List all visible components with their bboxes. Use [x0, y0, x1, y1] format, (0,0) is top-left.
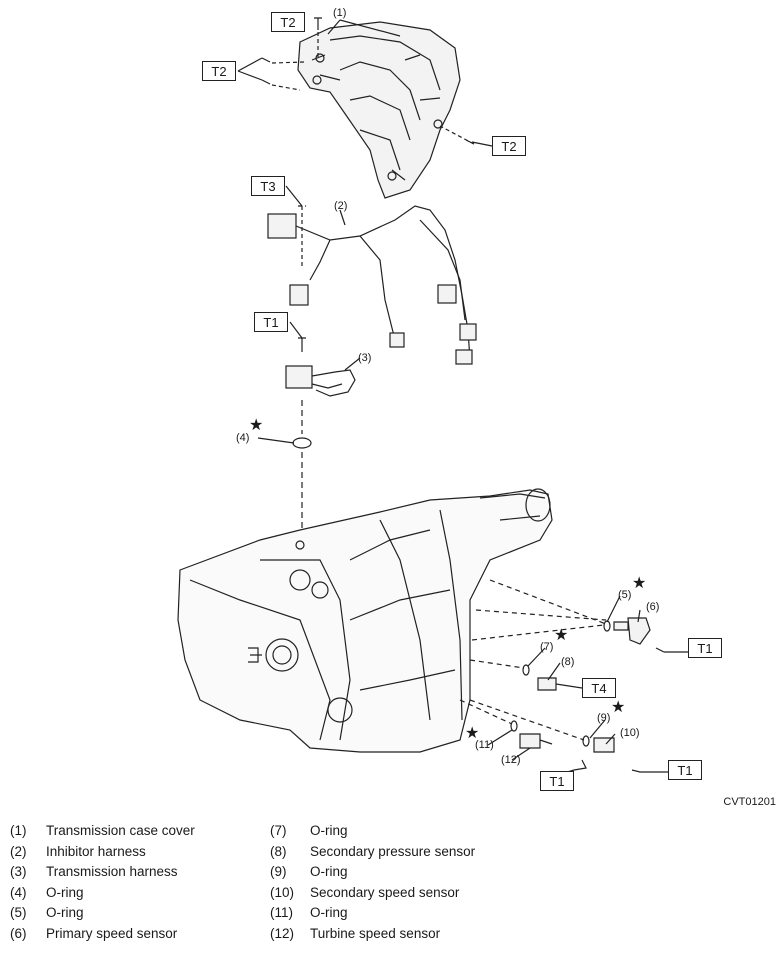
callout-5: (5): [618, 589, 632, 601]
callout-8: (8): [561, 656, 575, 668]
bolts-t2: [261, 17, 475, 145]
legend-name: Turbine speed sensor: [310, 925, 441, 941]
callout-7: (7): [540, 641, 554, 653]
legend-item: (3) Transmission harness: [10, 864, 195, 885]
legend-name: O-ring: [310, 905, 348, 921]
torque-label-t4: T4: [582, 678, 616, 698]
legend-name: O-ring: [46, 884, 84, 900]
legend-item: (5) O-ring: [10, 905, 195, 926]
transmission-assembly: [177, 488, 553, 753]
legend-name: O-ring: [310, 823, 348, 838]
legend-name: Inhibitor harness: [46, 843, 146, 859]
legend-right: (7) O-ring (8) Secondary pressure sensor (…: [270, 823, 475, 947]
callout-2: (2): [334, 200, 348, 212]
legend-number: (7): [270, 823, 287, 838]
legend-name: Secondary pressure sensor: [310, 843, 476, 859]
legend-number: (12): [270, 925, 295, 941]
legend-left: (1) Transmission case cover (2) Inhibitor …: [10, 823, 195, 947]
legend-number: (4): [10, 884, 27, 900]
legend-item: (1) Transmission case cover: [10, 823, 195, 844]
callout-3: (3): [358, 352, 372, 364]
legend-name: Transmission harness: [46, 864, 178, 880]
legend-item: (10) Secondary speed sensor: [270, 885, 475, 906]
legend-name: O-ring: [46, 905, 84, 921]
torque-label-t2: T2: [202, 61, 236, 81]
callout-12: (12): [501, 754, 521, 766]
star-icon: ★: [611, 699, 626, 716]
legend-item: (9) O-ring: [270, 864, 475, 885]
torque-label-t2: T2: [271, 12, 305, 32]
legend-number: (9): [270, 864, 287, 880]
legend-number: (1): [10, 823, 27, 838]
torque-label-t2: T2: [492, 136, 526, 156]
legend-number: (11): [270, 905, 294, 921]
callout-9: (9): [597, 712, 611, 724]
legend-number: (6): [10, 925, 27, 941]
figure-code: CVT01201: [723, 796, 776, 808]
transmission-harness: [285, 337, 356, 397]
transmission-case-cover: [297, 21, 461, 199]
legend-number: (8): [270, 843, 287, 859]
legend-item: (4) O-ring: [10, 885, 195, 906]
callout-6: (6): [646, 601, 660, 613]
callout-11: (11): [475, 739, 494, 751]
legend-item: (6) Primary speed sensor: [10, 926, 195, 947]
o-ring-4: [292, 437, 312, 449]
star-icon: ★: [632, 575, 647, 592]
star-icon: ★: [249, 417, 264, 434]
legend-item: (7) O-ring: [270, 823, 475, 844]
legend-number: (5): [10, 905, 27, 921]
legend-item: (11) O-ring: [270, 905, 475, 926]
legend-number: (10): [270, 884, 295, 900]
torque-label-t1: T1: [254, 312, 288, 332]
torque-label-t1: T1: [540, 771, 574, 791]
callout-10: (10): [620, 727, 640, 739]
torque-label-t1: T1: [668, 760, 702, 780]
torque-label-t3: T3: [251, 176, 285, 196]
torque-label-t1: T1: [688, 638, 722, 658]
star-icon: ★: [465, 725, 480, 742]
inhibitor-harness: [267, 205, 477, 365]
legend-number: (3): [10, 864, 27, 880]
legend-number: (2): [10, 843, 27, 859]
callout-1: (1): [333, 7, 347, 19]
legend-item: (8) Secondary pressure sensor: [270, 844, 475, 865]
legend-item: (12) Turbine speed sensor: [270, 926, 475, 947]
exploded-view-diagram: [177, 17, 690, 781]
legend-name: Transmission case cover: [46, 823, 195, 838]
legend-name: Primary speed sensor: [46, 925, 178, 941]
legend-name: O-ring: [310, 864, 348, 880]
legend-item: (2) Inhibitor harness: [10, 844, 195, 865]
legend-name: Secondary speed sensor: [310, 884, 460, 900]
star-icon: ★: [554, 627, 569, 644]
callout-4: (4): [236, 432, 250, 444]
